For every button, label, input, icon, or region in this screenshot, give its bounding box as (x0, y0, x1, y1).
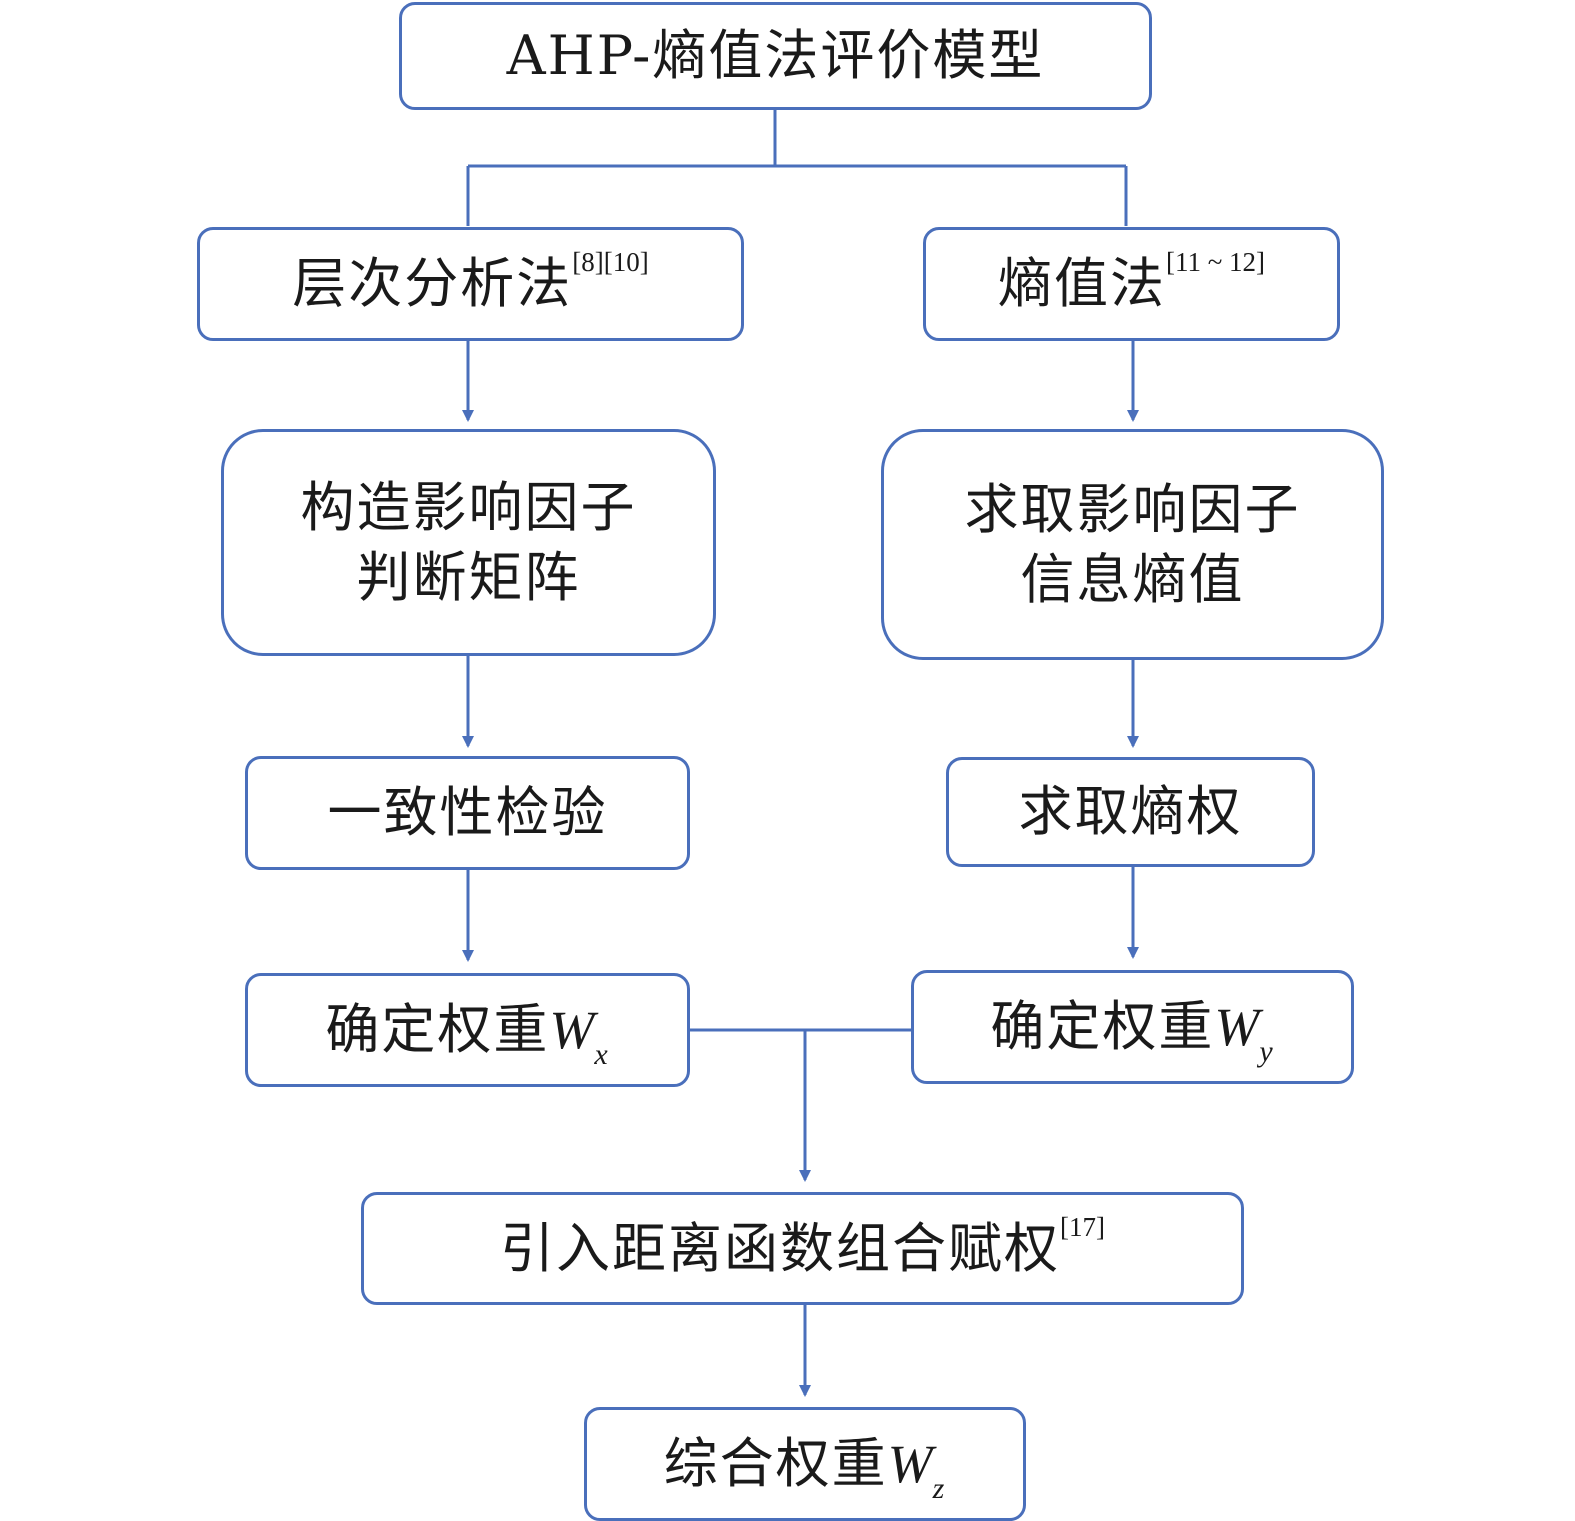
weight-x-label: 确定权重Wx (325, 995, 609, 1071)
weight-x-box: 确定权重Wx (245, 973, 690, 1087)
weight-y-box: 确定权重Wy (911, 970, 1354, 1084)
info-entropy-line2: 信息熵值 (1020, 547, 1245, 611)
consistency-check-label: 一致性检验 (327, 781, 608, 845)
title-box: AHP-熵值法评价模型 (399, 2, 1152, 110)
info-entropy-box: 求取影响因子 信息熵值 (881, 429, 1384, 660)
judgment-matrix-line1: 构造影响因子 (300, 476, 637, 540)
weight-y-label: 确定权重Wy (990, 992, 1274, 1068)
weight-y-subscript: y (1259, 1034, 1275, 1068)
combine-weight-text: 引入距离函数组合赋权 (500, 1216, 1060, 1280)
entropy-weight-box: 求取熵权 (946, 757, 1315, 867)
entropy-method-box: 熵值法[11 ~ 12] (923, 227, 1340, 341)
ahp-method-text: 层次分析法 (292, 252, 573, 316)
weight-x-text: 确定权重 (325, 997, 550, 1061)
title-label: AHP-熵值法评价模型 (506, 24, 1045, 88)
final-weight-subscript: z (932, 1471, 947, 1505)
judgment-matrix-box: 构造影响因子 判断矩阵 (221, 429, 716, 656)
info-entropy-line1: 求取影响因子 (964, 478, 1301, 542)
combine-weight-label: 引入距离函数组合赋权[17] (500, 1211, 1105, 1283)
final-weight-label: 综合权重Wz (663, 1429, 947, 1505)
final-weight-text: 综合权重 (663, 1431, 888, 1495)
ahp-method-box: 层次分析法[8][10] (197, 227, 744, 341)
weight-y-text: 确定权重 (990, 994, 1215, 1058)
final-weight-symbol: W (887, 1433, 935, 1494)
combine-weight-ref: [17] (1060, 1211, 1105, 1242)
weight-x-subscript: x (594, 1037, 610, 1071)
consistency-check-box: 一致性检验 (245, 756, 690, 870)
entropy-method-text: 熵值法 (997, 252, 1166, 316)
entropy-weight-label: 求取熵权 (1018, 780, 1243, 844)
entropy-method-ref: [11 ~ 12] (1165, 247, 1266, 278)
entropy-method-label: 熵值法[11 ~ 12] (997, 247, 1266, 318)
ahp-method-label: 层次分析法[8][10] (292, 247, 649, 318)
weight-x-symbol: W (549, 999, 597, 1060)
judgment-matrix-line2: 判断矩阵 (356, 545, 581, 609)
combine-weight-box: 引入距离函数组合赋权[17] (361, 1192, 1244, 1305)
ahp-method-ref: [8][10] (572, 247, 649, 278)
weight-y-symbol: W (1214, 996, 1262, 1057)
final-weight-box: 综合权重Wz (584, 1407, 1026, 1521)
